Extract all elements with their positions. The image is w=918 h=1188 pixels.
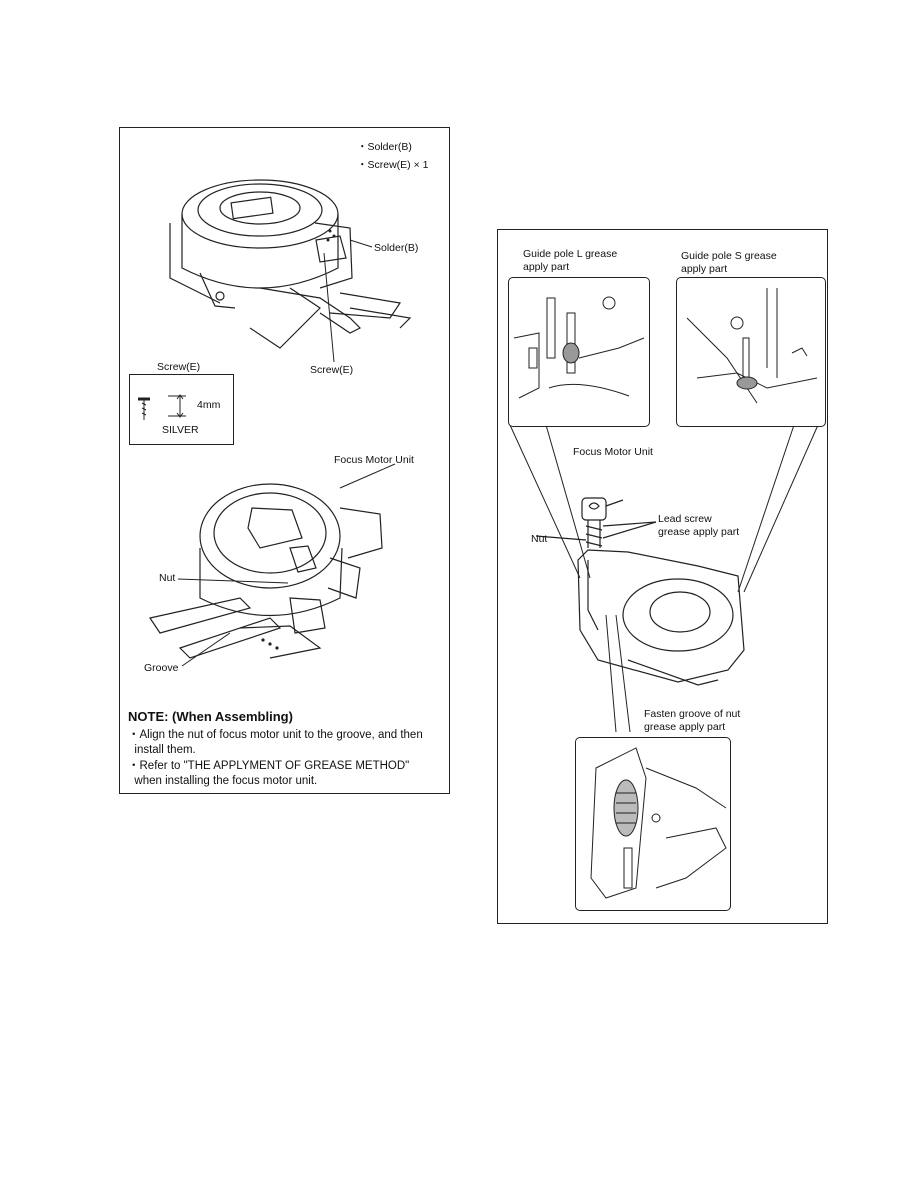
right-diagram-panel: Guide pole L grease apply part Guide pol… xyxy=(497,229,828,924)
label-focus-motor-unit-right: Focus Motor Unit xyxy=(573,446,653,458)
label-solder-b: Solder(B) xyxy=(374,242,419,254)
screw-size: 4mm xyxy=(197,399,221,411)
note-title: NOTE: (When Assembling) xyxy=(128,709,293,724)
inset-guide-pole-s xyxy=(676,277,826,427)
label-nut-right: Nut xyxy=(531,533,548,545)
label-guide-pole-l-2: apply part xyxy=(523,261,570,273)
label-screw-e: Screw(E) xyxy=(310,364,354,376)
note-line-4: when installing the focus motor unit. xyxy=(128,775,318,787)
label-guide-pole-s-2: apply part xyxy=(681,263,728,275)
label-fasten-groove-2: grease apply part xyxy=(644,721,726,733)
label-guide-pole-s: Guide pole S grease xyxy=(681,250,777,262)
screw-icon xyxy=(138,394,186,420)
label-lead-screw-2: grease apply part xyxy=(658,526,740,538)
screw-box-title: Screw(E) xyxy=(157,361,201,373)
lens-unit-drawing xyxy=(138,179,412,667)
label-fasten-groove: Fasten groove of nut xyxy=(644,708,741,720)
screw-color: SILVER xyxy=(162,424,199,436)
note-line-2: install them. xyxy=(128,744,196,756)
label-lead-screw: Lead screw xyxy=(658,513,712,525)
note-line-3: ・Refer to "THE APPLYMENT OF GREASE METHO… xyxy=(128,760,410,772)
inset-fasten-groove xyxy=(575,737,731,911)
legend-solder: ・Solder(B) xyxy=(357,141,412,153)
legend-screw: ・Screw(E) × 1 xyxy=(357,159,429,171)
label-nut: Nut xyxy=(159,572,176,584)
note-line-1: ・Align the nut of focus motor unit to th… xyxy=(128,729,423,741)
label-focus-motor-unit: Focus Motor Unit xyxy=(334,454,414,466)
label-groove: Groove xyxy=(144,662,179,674)
left-diagram-panel: ・Solder(B) ・Screw(E) × 1 Solder(B) Screw… xyxy=(119,127,450,794)
label-guide-pole-l: Guide pole L grease xyxy=(523,248,618,260)
screw-spec-box xyxy=(129,374,234,445)
inset-guide-pole-l xyxy=(508,277,650,427)
